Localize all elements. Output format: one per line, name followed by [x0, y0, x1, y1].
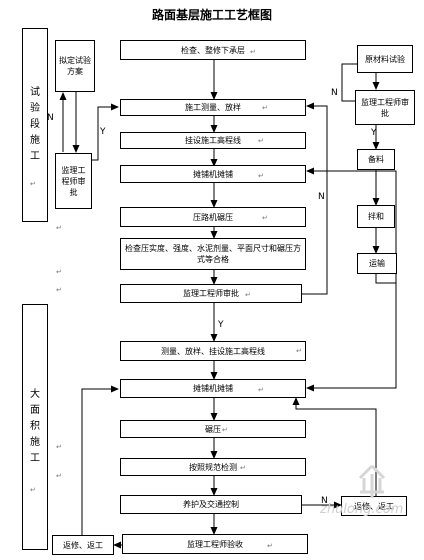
step-engineer-acceptance: 监理工程师验收 [122, 534, 308, 554]
box-trial-plan: 拟定试验方案 [55, 40, 95, 92]
label-n-curing: N [321, 496, 328, 506]
step-paver-large: 摊铺机摊铺 [120, 379, 306, 398]
step-survey-elevation: 测量、放样、挂设施工高程线 [120, 341, 306, 361]
label-y-trial: Y [100, 127, 106, 137]
rework-left: 返修、返工 [52, 535, 114, 555]
section-trial: 试验段施工 [22, 28, 48, 222]
step-curing-traffic: 养护及交通控制 [120, 495, 302, 514]
arrow-s7-n-to-s2 [302, 102, 328, 295]
rework-right: 返修、返工 [341, 496, 407, 516]
step-paver: 摊铺机摊铺 [120, 165, 306, 183]
watermark-logo-icon [358, 464, 386, 498]
material-transport: 运输 [357, 253, 397, 274]
arrow-transport-to-paver2 [306, 283, 397, 392]
material-prep: 备料 [357, 149, 395, 170]
material-approval: 监理工程师审批 [355, 90, 415, 125]
arrow-test-approval-N [341, 63, 357, 102]
step-roller: 压路机碾压 [120, 207, 306, 227]
arrow-rework-right-to-paver [292, 397, 377, 496]
section-large: 大面积施工 [22, 304, 48, 550]
label-y-approval: Y [218, 320, 224, 330]
trial-plan-text: 拟定试验方案 [59, 56, 91, 76]
watermark-text: zhulong.com [320, 502, 404, 517]
box-trial-approval: 监理工程师审批 [55, 153, 92, 209]
step-survey-layout: 施工测量、放样 [120, 99, 306, 116]
step-elevation-line: 挂设施工高程线 [120, 132, 306, 149]
step-inspect-base: 检查、整修下承层 [120, 40, 306, 60]
arrow-approval-y-survey [92, 103, 119, 161]
section-large-label: 大面积施工 [30, 389, 40, 464]
label-n-approval: N [318, 192, 325, 202]
label-y-material: Y [371, 128, 377, 138]
step-check-qualified: 检查压实度、强度、水泥剂量、平面尺寸和碾压方式等合格 [120, 238, 306, 270]
material-test: 原材料试验 [357, 45, 413, 73]
step-engineer-approval: 监理工程师审批 [120, 284, 302, 303]
step-spec-test: 按照规范检测 [120, 458, 306, 476]
material-mix: 拌和 [357, 205, 395, 228]
arrow-rework-left-to-paver [81, 385, 119, 535]
step-compaction: 碾压 [120, 420, 306, 438]
trial-approval-text: 监理工程师审批 [61, 165, 86, 197]
label-n-material: N [331, 88, 338, 98]
label-n-trial: N [47, 113, 54, 123]
section-trial-label: 试验段施工 [30, 87, 40, 162]
diagram-title: 路面基层施工工艺框图 [151, 8, 272, 22]
